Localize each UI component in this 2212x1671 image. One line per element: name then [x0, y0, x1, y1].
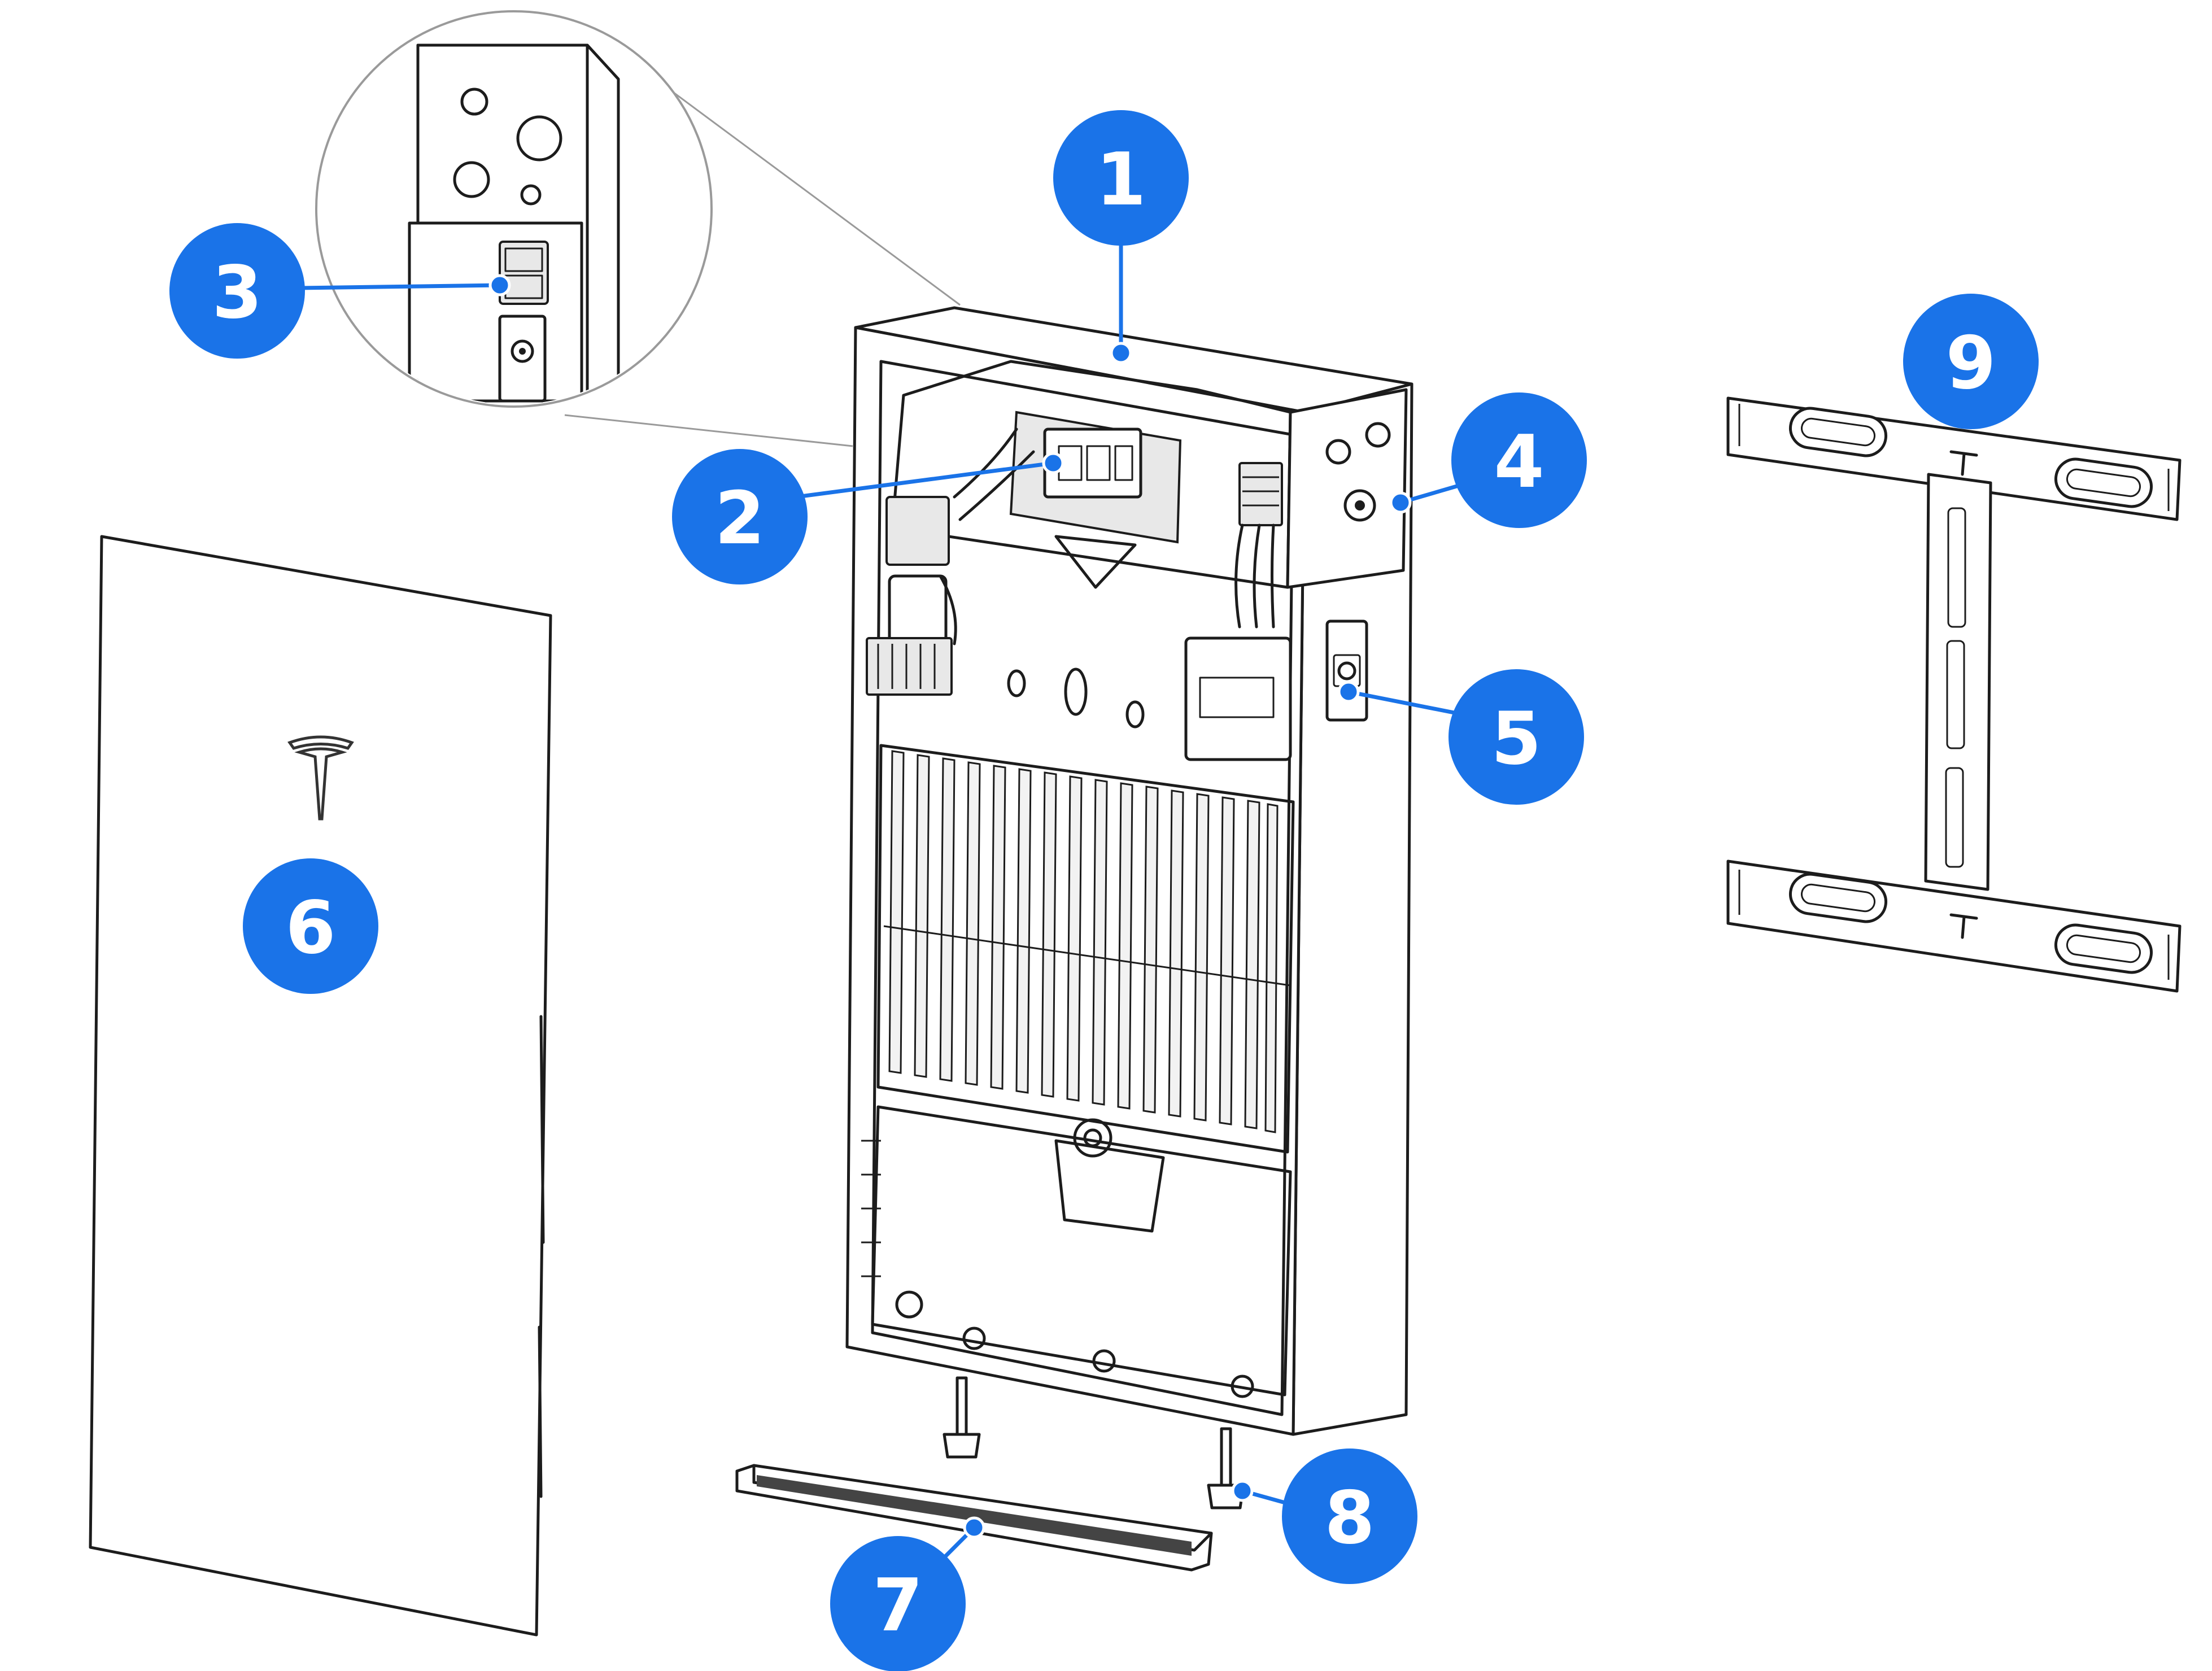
wall-bracket: [1726, 396, 2182, 993]
callout-1-label: 1: [1096, 138, 1146, 222]
callout-2: 2: [672, 449, 808, 584]
callout-4-label: 4: [1494, 420, 1544, 504]
callout-3: 3: [169, 223, 305, 359]
callout-5: 5: [1449, 669, 1584, 805]
callout-6-label: 6: [285, 886, 335, 970]
callout-4: 4: [1451, 392, 1587, 528]
callout-5-label: 5: [1491, 697, 1541, 781]
callout-7-label: 7: [872, 1564, 923, 1648]
callout-1: 1: [1053, 110, 1189, 246]
leader-lines: [299, 223, 1469, 1577]
callout-7: 7: [830, 1536, 966, 1671]
callout-3-label: 3: [212, 251, 262, 335]
front-cover: [89, 535, 552, 1637]
callout-8: 8: [1282, 1449, 1417, 1584]
callout-8-label: 8: [1324, 1476, 1375, 1560]
main-unit: [845, 306, 1413, 1436]
detail-zoom-view: [315, 10, 961, 447]
callout-9-label: 9: [1945, 321, 1996, 405]
callout-9: 9: [1903, 294, 2039, 429]
tesla-logo-icon: [287, 735, 354, 821]
callout-2-label: 2: [714, 477, 765, 561]
heatsink: [876, 744, 1295, 1154]
callout-6: 6: [243, 858, 378, 994]
